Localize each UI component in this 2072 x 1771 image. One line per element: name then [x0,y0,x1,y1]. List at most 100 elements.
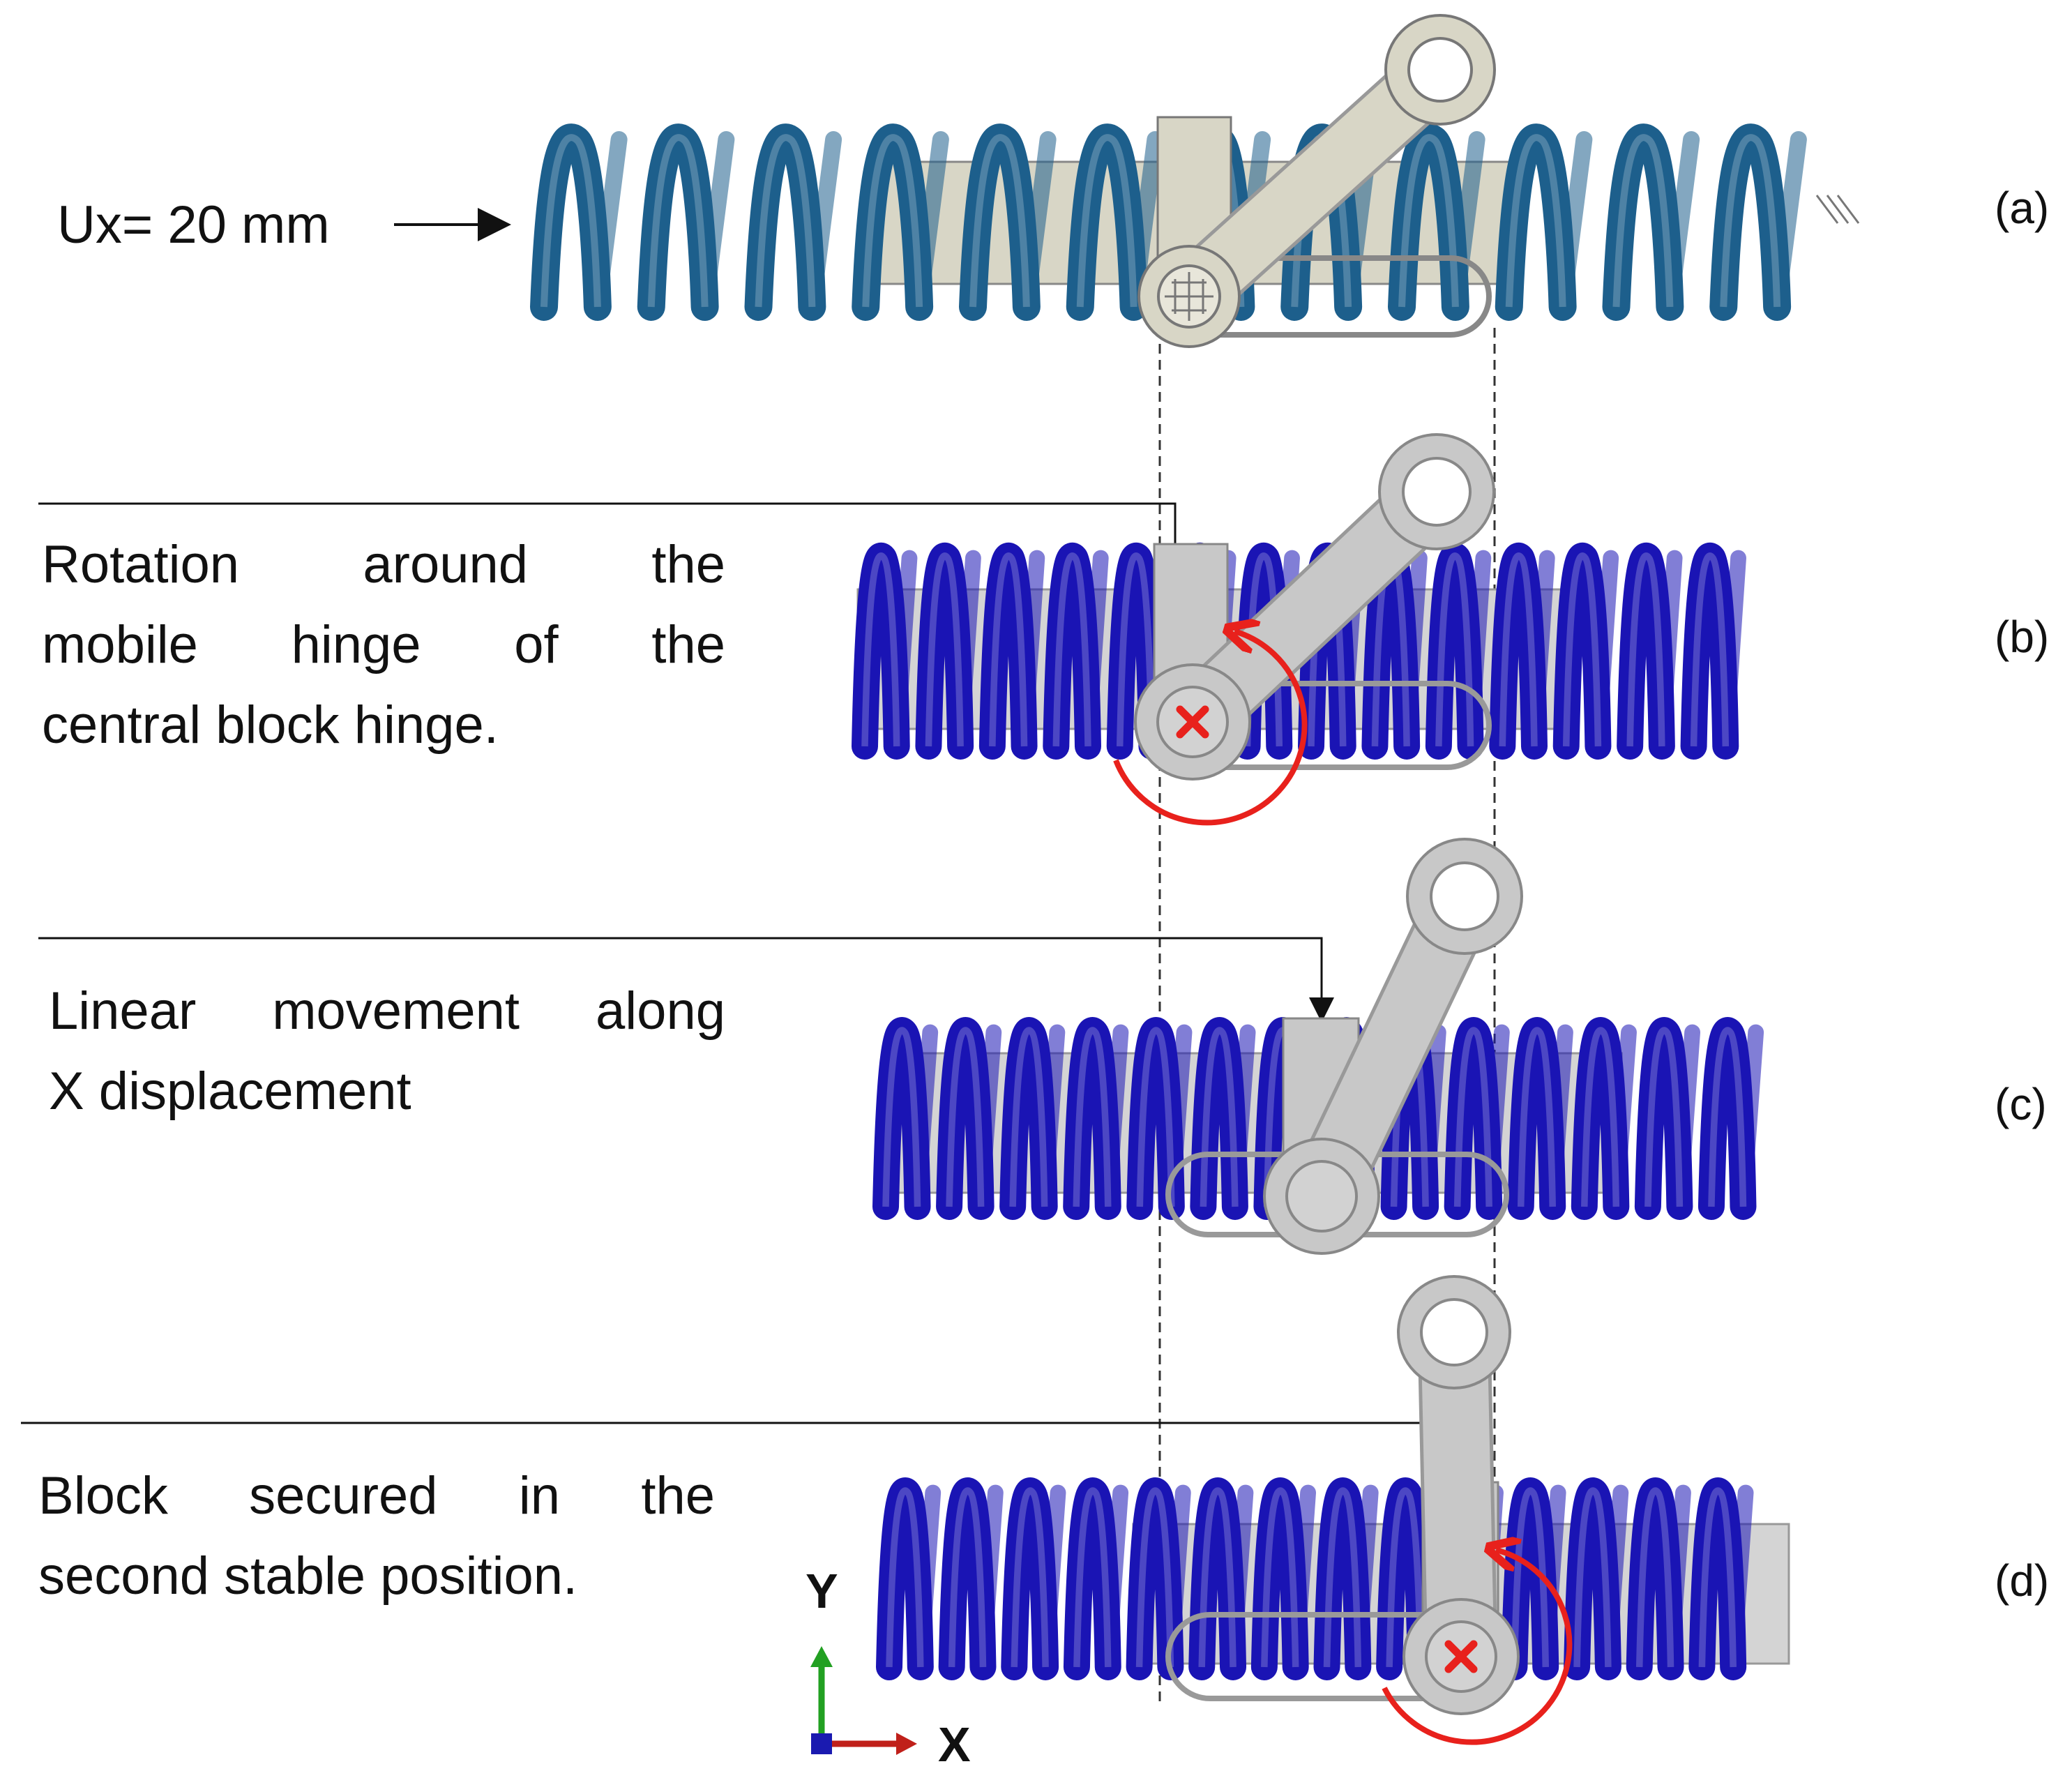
rotation-arrow-d [1382,1550,1573,1745]
description-word: around [363,535,528,594]
axes-triad: Y X [806,1564,971,1771]
description-word: the [641,1466,715,1525]
spring-coil [1552,542,1612,760]
link-arm-c [1263,838,1523,1255]
spring-coil-highlight [948,1487,987,1668]
leader-line-c [38,937,1334,1023]
spring-coil [1571,1017,1630,1220]
spring-coil-highlight [1505,134,1566,308]
spring-coil [959,123,1041,321]
panel-label-b: (b) [1995,612,2049,662]
description-word: the [651,535,725,594]
spring-coil [1066,123,1148,321]
spring-coil [1489,542,1548,760]
spring-coil-highlight [1323,1487,1362,1668]
spring-coil-highlight [1698,1487,1737,1668]
spring-coil-highlight [1200,1027,1239,1207]
spring-coil-highlight [925,552,964,747]
load-label: Ux= 20 mm [57,195,330,255]
spring-coil-highlight [1073,1027,1112,1207]
description-word: along [596,981,725,1041]
y-axis-label: Y [806,1564,838,1618]
spring-coil-highlight [1708,1027,1747,1207]
spring-coil-highlight [1562,552,1602,747]
description-word: of [514,615,559,675]
spring-coil [1564,1477,1621,1680]
spring-coil-highlight [989,552,1028,747]
spring-coil [1388,123,1469,321]
description-word: movement [272,981,520,1041]
link-arm-a [1137,14,1496,348]
spring-coil [1106,542,1165,760]
spring-coil-highlight [1136,1027,1175,1207]
spring-coil [1126,1017,1185,1220]
spring-coil [530,123,612,321]
spring-coil-highlight [882,1027,921,1207]
spring-coil-highlight [1499,552,1538,747]
spring-coil-highlight [1635,1487,1674,1668]
spring-coil-highlight [1517,1027,1556,1207]
link-arm-d [1397,1275,1520,1715]
description-word: Block [38,1466,169,1525]
spring-coil-highlight [1573,1487,1612,1668]
spring-coil-highlight [647,134,709,308]
spring-coil-highlight [1011,1487,1049,1668]
spring-coil [1425,542,1484,760]
description-word: hinge [292,615,421,675]
spring-coil [1634,1017,1693,1220]
spring-coil-highlight [886,1487,924,1668]
spring-coil [637,123,719,321]
spring-coil [1697,1017,1757,1220]
description-word: Rotation [42,535,239,594]
spring-coil [1188,1477,1247,1680]
spring-coil [1495,123,1577,321]
description-word: the [651,615,725,675]
spring-coil [978,542,1038,760]
spring-coil [1250,1477,1309,1680]
spring-coil-highlight [1720,134,1781,308]
spring-coil [1626,1477,1684,1680]
x-axis-label: X [938,1717,971,1771]
spring-coil-highlight [1398,134,1459,308]
spring-coil [1313,1477,1372,1680]
spring-coil [1376,1477,1434,1680]
spring-coil-highlight [1435,552,1474,747]
rotation-arrow-b [1113,631,1308,826]
spring-coil [872,1017,931,1220]
spring-coil [1680,542,1739,760]
spring-coil-highlight [1073,1487,1112,1668]
panel-a: Ux= 20 mm (a) [57,14,2049,348]
description-word: X displacement [49,1062,411,1121]
panel-label-a: (a) [1995,183,2049,233]
fixed-support [1815,195,1860,224]
spring-coil [1602,123,1684,321]
spring-coil [852,542,910,760]
spring-coil-highlight [1135,1487,1174,1668]
description-word: mobile [42,615,198,675]
spring-coil [744,123,826,321]
spring-coil [1001,1477,1059,1680]
z-axis-marker [811,1733,832,1754]
spring-coil-highlight [1386,1487,1424,1668]
pivot-marker-b [1176,705,1209,739]
spring-coil-highlight [1690,552,1730,747]
spring-coil-highlight [1009,1027,1048,1207]
spring-coil-highlight [755,134,816,308]
spring-coil-highlight [1581,1027,1620,1207]
spring-coil-highlight [1198,1487,1237,1668]
spring-coil [852,123,934,321]
spring-coil [1444,1017,1503,1220]
spring-coil-highlight [861,552,900,747]
spring-coil-highlight [1644,1027,1684,1207]
pivot-marker-d [1444,1640,1478,1673]
spring-coil-highlight [1626,552,1665,747]
spring-coil [938,1477,997,1680]
spring-coil [1063,1017,1121,1220]
spring-coil [1043,542,1101,760]
spring-coil [915,542,974,760]
spring-coil-highlight [946,1027,985,1207]
